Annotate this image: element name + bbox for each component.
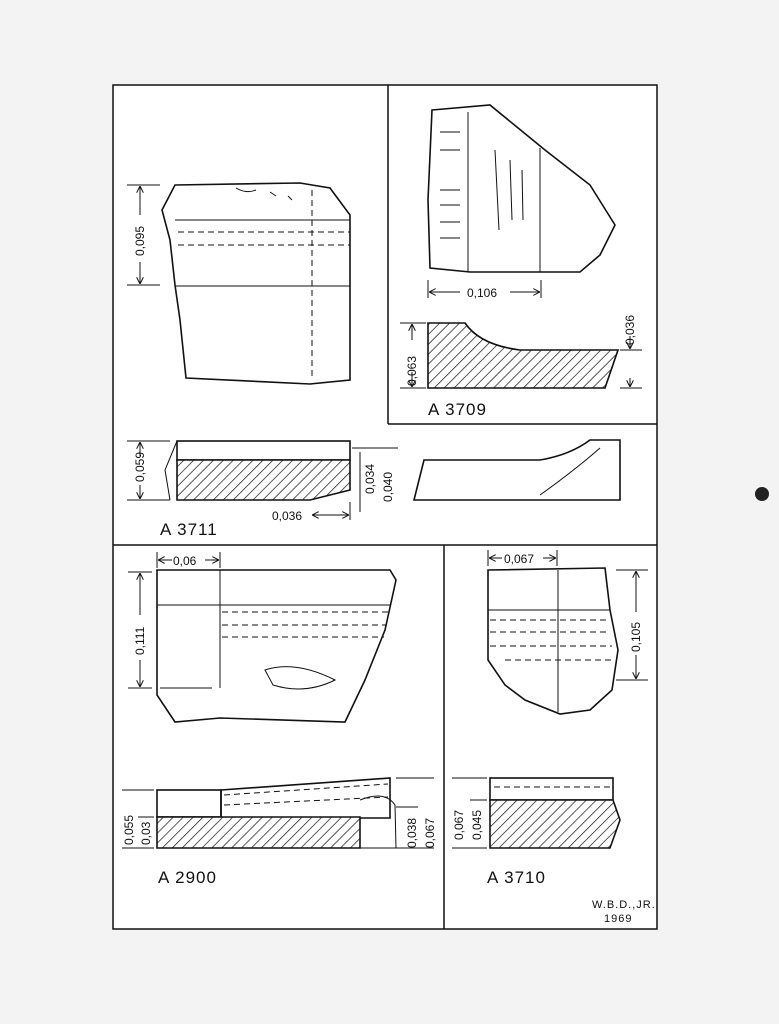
- signature-initials: W.B.D.,JR.: [592, 899, 656, 911]
- a3711-dim-section-height: 0,059: [127, 440, 170, 501]
- a2900-dim-section-right: 0,038 0,067: [396, 777, 437, 849]
- a3709-dim-section-height: 0,063: [400, 322, 426, 389]
- figure-label-a2900: A 2900: [158, 868, 217, 887]
- fragment-a2900-top-view: [156, 569, 397, 723]
- dim-label: 0,036: [623, 315, 637, 345]
- fragment-a3711-profile: [412, 439, 621, 501]
- dim-label: 0,095: [133, 226, 147, 256]
- dim-label: 0,111: [133, 626, 147, 655]
- fragment-a3711-top-view: [161, 182, 351, 385]
- figure-label-a3709: A 3709: [428, 400, 487, 419]
- dim-label: 0,036: [272, 509, 302, 523]
- dim-label: 0,045: [470, 810, 484, 840]
- a3709-dim-width: 0,106: [427, 280, 542, 300]
- dim-label: 0,055: [122, 815, 136, 845]
- a3711-dim-small: 0,034 0,040: [352, 447, 398, 512]
- dim-label: 0,06: [173, 554, 197, 568]
- a3711-dim-width: 0,036: [272, 502, 351, 523]
- a3710-dim-width: 0,067: [487, 550, 558, 566]
- fragment-a3711-section: [164, 440, 351, 501]
- figure-label-a3711: A 3711: [160, 520, 218, 539]
- fragment-a3710-top-view: [487, 567, 619, 715]
- fragment-a3710-section: [489, 777, 621, 849]
- a2900-dim-height: 0,111: [128, 571, 152, 689]
- a3710-dim-section: 0,067 0,045: [452, 777, 487, 849]
- fragment-a3709-section: [427, 322, 620, 389]
- a3711-dim-height: 0,095: [127, 184, 160, 286]
- a3710-dim-height: 0,105: [616, 569, 648, 681]
- dim-label: 0,067: [504, 552, 534, 566]
- registration-dot: [755, 487, 769, 501]
- dim-label: 0,067: [423, 818, 437, 848]
- a2900-dim-section-left: 0,055 0,03: [122, 789, 154, 849]
- plate-frame: [112, 84, 658, 930]
- dim-label: 0,040: [381, 472, 395, 502]
- dim-label: 0,067: [452, 810, 466, 840]
- fragment-a3709-top-view: [427, 104, 616, 273]
- figure-label-a3710: A 3710: [487, 868, 546, 887]
- dim-label: 0,063: [405, 356, 419, 386]
- dim-label: 0,034: [363, 464, 377, 494]
- dim-label: 0,105: [629, 622, 643, 652]
- a2900-dim-width: 0,06: [156, 552, 221, 568]
- dim-label: 0,059: [133, 452, 147, 482]
- a3709-dim-lip: 0,036: [620, 315, 642, 389]
- dim-label: 0,03: [139, 821, 153, 845]
- dim-label: 0,038: [405, 818, 419, 848]
- signature-year: 1969: [604, 913, 632, 925]
- fragment-a2900-section: [156, 777, 397, 849]
- dim-label: 0,106: [467, 286, 497, 300]
